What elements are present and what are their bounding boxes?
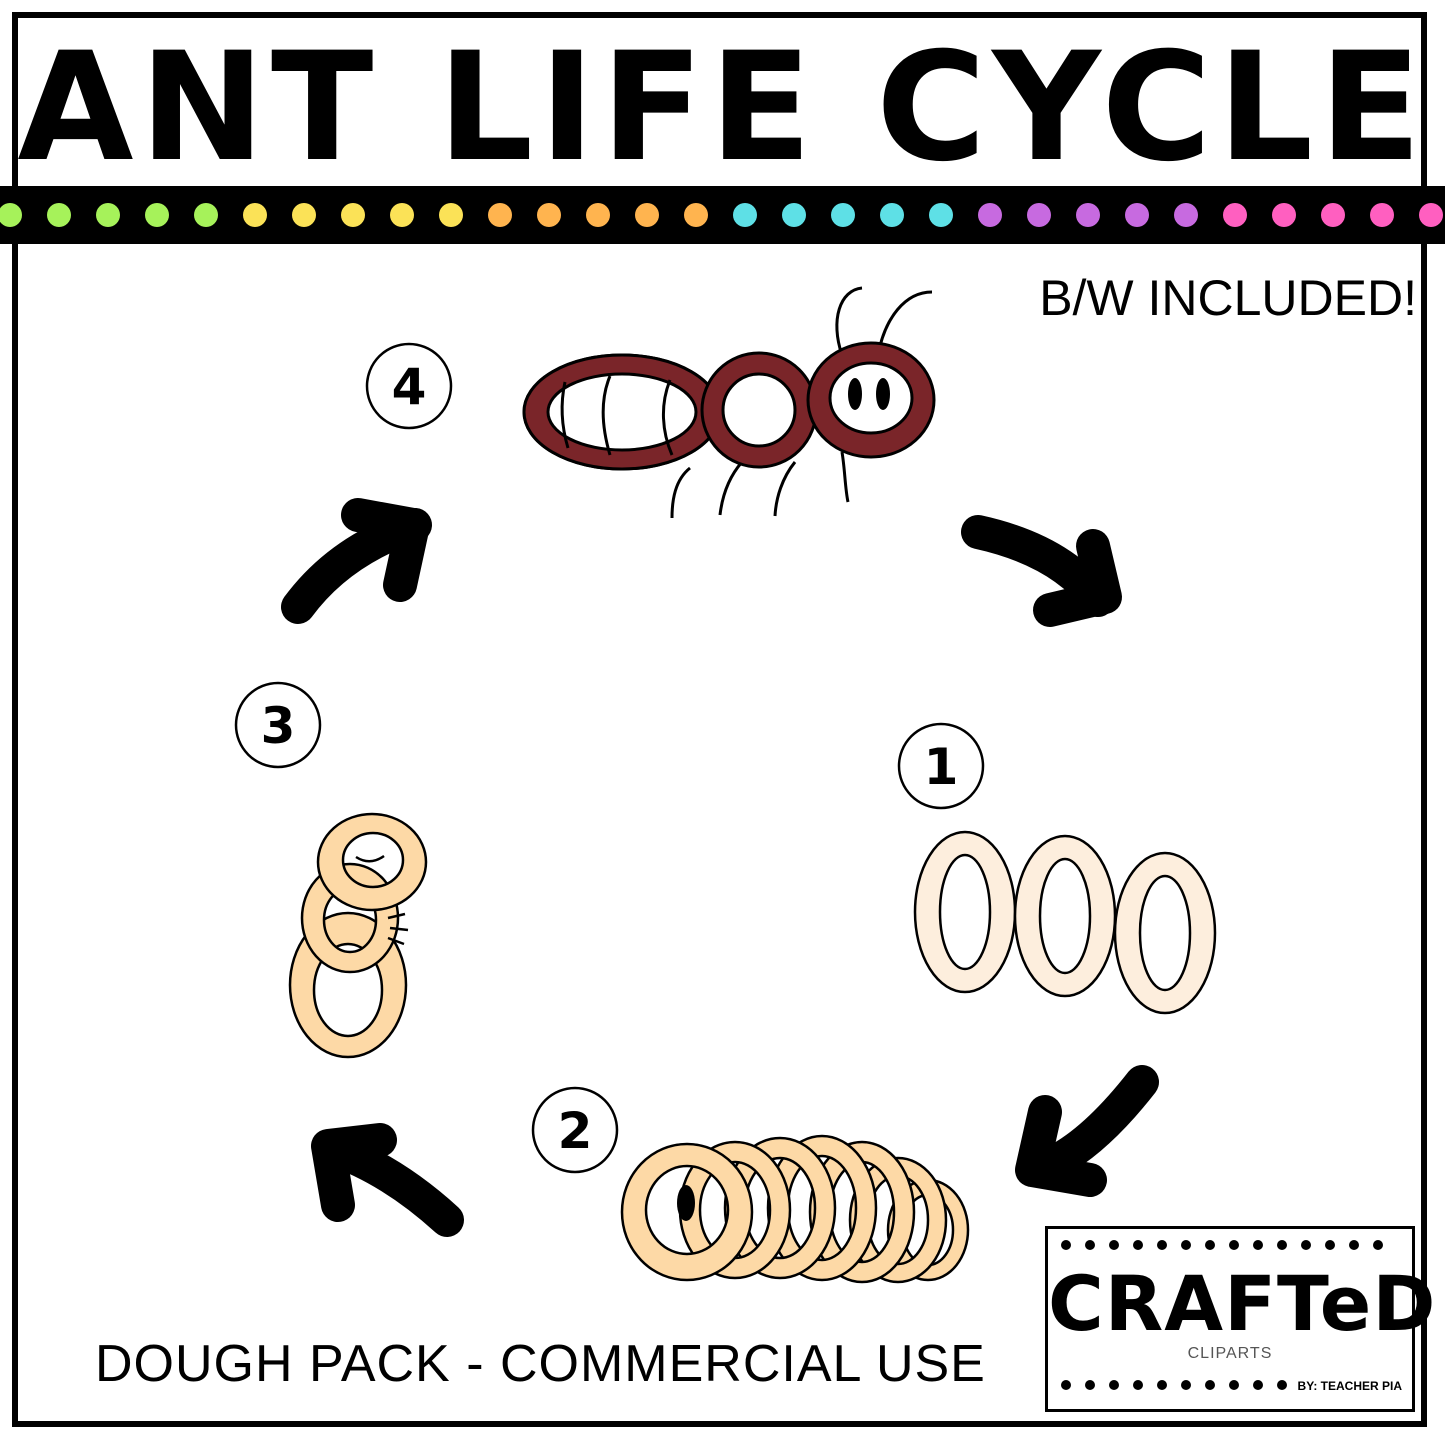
adult-ant-illustration bbox=[522, 286, 936, 519]
color-dot bbox=[635, 203, 659, 227]
stage-number-3: 3 bbox=[261, 697, 296, 755]
color-dot bbox=[978, 203, 1002, 227]
color-dot bbox=[1419, 203, 1443, 227]
logo-dot-row-bottom bbox=[1061, 1380, 1287, 1390]
arrow-2-to-3 bbox=[311, 1123, 464, 1237]
color-dot bbox=[341, 203, 365, 227]
color-dot bbox=[439, 203, 463, 227]
color-dot bbox=[1272, 203, 1296, 227]
number-circle-icon bbox=[234, 681, 322, 769]
number-circle-1: 1 bbox=[897, 722, 985, 810]
page-title: ANT LIFE CYCLE bbox=[17, 21, 1428, 195]
arrow-3-to-4 bbox=[281, 498, 432, 624]
stage-number-2: 2 bbox=[558, 1102, 593, 1160]
logo-wordmark: CRAFTeD bbox=[1048, 1259, 1437, 1348]
color-dot bbox=[1370, 203, 1394, 227]
footer-text: DOUGH PACK - COMMERCIAL USE bbox=[95, 1335, 986, 1393]
ant-eye bbox=[876, 378, 890, 410]
color-dot bbox=[1174, 203, 1198, 227]
color-dot bbox=[831, 203, 855, 227]
page-frame bbox=[12, 12, 1427, 1427]
color-dot bbox=[145, 203, 169, 227]
color-dot bbox=[684, 203, 708, 227]
arrow-4-to-1 bbox=[961, 515, 1122, 627]
number-circle-4: 4 bbox=[365, 342, 453, 430]
color-dot bbox=[0, 203, 22, 227]
color-dot bbox=[929, 203, 953, 227]
color-dot bbox=[96, 203, 120, 227]
pupa-illustration bbox=[288, 812, 428, 1059]
color-dot bbox=[537, 203, 561, 227]
color-dot bbox=[488, 203, 512, 227]
stage-number-1: 1 bbox=[924, 738, 959, 796]
color-dot bbox=[194, 203, 218, 227]
larva-eye bbox=[677, 1185, 695, 1221]
stage-number-4: 4 bbox=[392, 358, 427, 416]
eggs-illustration bbox=[913, 830, 1217, 1015]
crafted-logo: CRAFTeD CLIPARTS BY: TEACHER PIA bbox=[1045, 1226, 1437, 1412]
color-dot bbox=[292, 203, 316, 227]
number-circle-icon bbox=[897, 722, 985, 810]
bw-included-note: B/W INCLUDED! bbox=[1039, 270, 1417, 326]
dot-band bbox=[0, 186, 1445, 244]
color-dot bbox=[586, 203, 610, 227]
number-circle-icon bbox=[365, 342, 453, 430]
color-dot bbox=[47, 203, 71, 227]
number-circle-3: 3 bbox=[234, 681, 322, 769]
color-dot bbox=[390, 203, 414, 227]
number-circle-icon bbox=[531, 1086, 619, 1174]
color-dot bbox=[880, 203, 904, 227]
dot-band-dots bbox=[0, 203, 1443, 227]
color-dot bbox=[1223, 203, 1247, 227]
color-dot bbox=[733, 203, 757, 227]
ant-eye bbox=[848, 378, 862, 410]
color-dot bbox=[1027, 203, 1051, 227]
color-dot bbox=[1321, 203, 1345, 227]
number-circle-2: 2 bbox=[531, 1086, 619, 1174]
color-dot bbox=[782, 203, 806, 227]
logo-dot-row-top bbox=[1061, 1240, 1383, 1250]
logo-byline: BY: TEACHER PIA bbox=[1297, 1379, 1402, 1393]
arrow-1-to-2 bbox=[1015, 1065, 1159, 1197]
color-dot bbox=[1076, 203, 1100, 227]
color-dot bbox=[243, 203, 267, 227]
larva-illustration bbox=[620, 1134, 970, 1284]
logo-subtitle: CLIPARTS bbox=[1187, 1345, 1273, 1362]
color-dot bbox=[1125, 203, 1149, 227]
